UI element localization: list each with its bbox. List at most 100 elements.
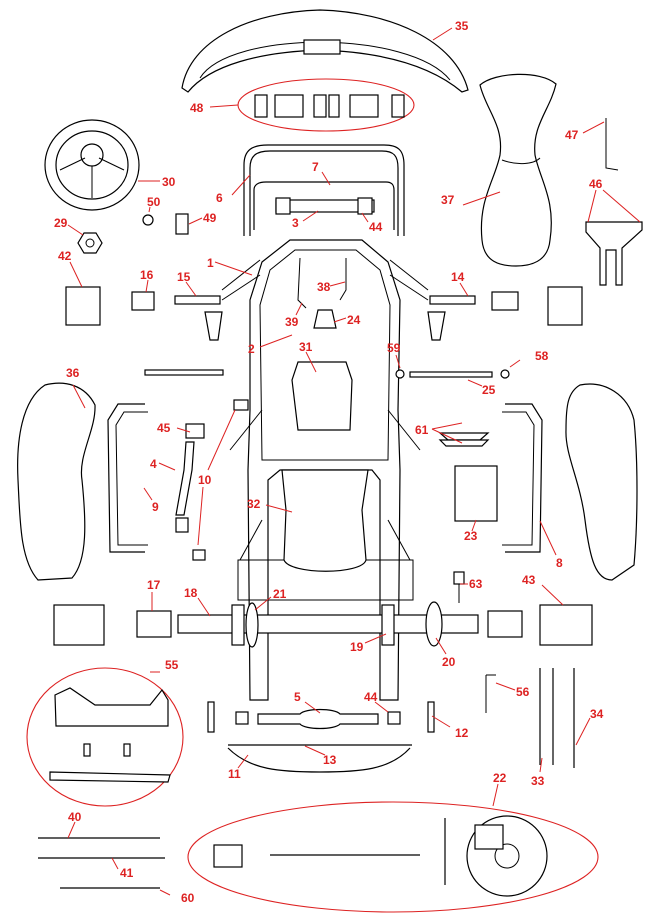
steering-arm-right: [427, 311, 446, 341]
spindle-14: [429, 295, 476, 305]
label-44-top: 44: [369, 220, 383, 234]
label-5: 5: [294, 690, 301, 704]
floor-plate-31: [291, 361, 353, 431]
label-38: 38: [317, 280, 331, 294]
label-19: 19: [350, 640, 364, 654]
rear-wheel-left: [53, 604, 105, 646]
label-13: 13: [323, 753, 337, 767]
bolt-63: [453, 571, 465, 585]
seat-rod-47: [605, 118, 619, 171]
label-14: 14: [451, 270, 465, 284]
label-50: 50: [147, 195, 161, 209]
front-hub-right: [491, 291, 519, 311]
label-40: 40: [68, 810, 82, 824]
label-3: 3: [292, 216, 299, 230]
label-30: 30: [162, 175, 176, 189]
label-11: 11: [228, 767, 241, 781]
label-24: 24: [347, 313, 361, 327]
label-8: 8: [556, 556, 563, 570]
steering-wheel-30: [44, 119, 140, 211]
label-43: 43: [522, 573, 536, 587]
label-4: 4: [150, 457, 157, 471]
label-44-bottom: 44: [364, 690, 378, 704]
label-12: 12: [455, 726, 469, 740]
label-1: 1: [207, 256, 214, 270]
label-58: 58: [535, 349, 549, 363]
side-pod-36: [17, 382, 96, 581]
label-34: 34: [590, 707, 604, 721]
label-22: 22: [493, 771, 507, 785]
front-wheel-right: [547, 286, 583, 326]
seat-bracket-46: [585, 221, 643, 286]
label-45: 45: [157, 421, 171, 435]
steering-arm-left: [204, 311, 223, 341]
brake-hub-20: [425, 601, 443, 647]
label-60: 60: [181, 891, 195, 905]
label-36: 36: [66, 366, 80, 380]
label-25: 25: [482, 383, 496, 397]
column-clamp-45: [185, 423, 205, 439]
front-nose-35: [181, 9, 469, 93]
mount-group-55: [26, 667, 184, 807]
label-32: 32: [247, 497, 261, 511]
plate-23: [454, 465, 498, 522]
label-31: 31: [299, 340, 313, 354]
label-17: 17: [147, 578, 161, 592]
bearing-left: [231, 604, 245, 646]
label-15: 15: [177, 270, 191, 284]
label-39: 39: [285, 315, 299, 329]
label-48: 48: [190, 101, 204, 115]
front-wheel-42: [65, 286, 101, 326]
label-21: 21: [273, 587, 287, 601]
label-47: 47: [565, 128, 579, 142]
pedal-plate-24: [313, 309, 337, 329]
label-35: 35: [455, 19, 469, 33]
tie-rod-25: [409, 371, 493, 378]
brake-parts: [213, 815, 548, 897]
label-9: 9: [152, 500, 159, 514]
label-20: 20: [442, 655, 456, 669]
rod-end-59: [395, 369, 405, 379]
rear-hub-17: [136, 610, 172, 638]
hub-29: [77, 232, 103, 254]
bar-10: [233, 399, 249, 411]
label-63: 63: [469, 577, 483, 591]
label-16: 16: [140, 268, 154, 282]
label-2: 2: [248, 342, 255, 356]
side-pod-right: [565, 383, 638, 581]
label-18: 18: [184, 586, 198, 600]
seat-plate-32: [281, 469, 369, 572]
label-55: 55: [165, 658, 179, 672]
label-42: 42: [58, 249, 72, 263]
sprocket-21: [245, 602, 259, 648]
label-49: 49: [203, 211, 217, 225]
label-56: 56: [516, 685, 530, 699]
rear-bar-5: [257, 708, 379, 730]
label-7: 7: [312, 160, 319, 174]
clamp-49: [175, 213, 189, 235]
label-10: 10: [198, 473, 212, 487]
label-23: 23: [464, 529, 478, 543]
rear-wheel-43: [539, 604, 593, 646]
label-59: 59: [387, 341, 401, 355]
rod-end-58: [500, 369, 510, 379]
steering-column-4: [175, 441, 195, 516]
label-41: 41: [120, 866, 134, 880]
bearing-19: [381, 604, 395, 646]
label-46: 46: [589, 177, 603, 191]
label-37: 37: [441, 193, 455, 207]
pin-left: [207, 701, 215, 733]
label-33: 33: [531, 774, 545, 788]
key-56: [485, 674, 496, 713]
brake-group-22: [187, 801, 599, 913]
rear-bumper-11: [227, 747, 411, 773]
label-29: 29: [54, 216, 68, 230]
spindle-15: [174, 295, 221, 305]
mount-bracket: [54, 687, 169, 727]
nose-brackets: [254, 94, 405, 118]
label-6: 6: [216, 191, 223, 205]
seat-37: [479, 73, 557, 267]
tie-rod-left: [144, 369, 224, 376]
